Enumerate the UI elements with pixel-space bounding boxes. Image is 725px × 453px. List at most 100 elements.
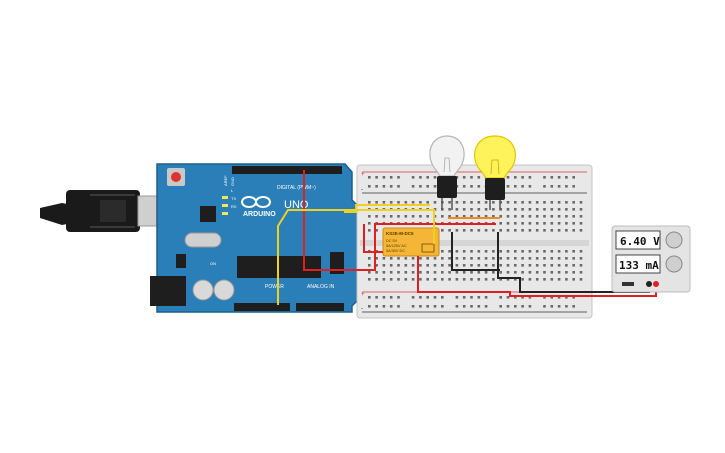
breadboard-hole[interactable] [462,229,466,232]
breadboard-hole[interactable] [528,296,532,299]
breadboard-hole[interactable] [543,229,546,232]
breadboard-hole[interactable] [419,264,422,267]
breadboard-hole[interactable] [514,271,517,274]
breadboard-hole[interactable] [543,250,546,253]
breadboard-hole[interactable] [557,208,561,211]
breadboard-hole[interactable] [579,257,583,260]
breadboard-hole[interactable] [462,250,466,253]
breadboard-hole[interactable] [528,229,532,232]
breadboard-hole[interactable] [470,271,473,274]
breadboard-hole[interactable] [557,271,561,274]
breadboard-hole[interactable] [506,305,510,308]
breadboard-hole[interactable] [506,229,510,232]
breadboard-hole[interactable] [426,201,429,204]
breadboard-hole[interactable] [375,296,378,299]
breadboard-hole[interactable] [535,271,539,274]
breadboard-hole[interactable] [557,257,561,260]
breadboard-hole[interactable] [477,208,481,211]
breadboard-hole[interactable] [565,264,568,267]
breadboard-hole[interactable] [448,229,451,232]
breadboard-hole[interactable] [572,215,575,218]
breadboard-hole[interactable] [419,271,422,274]
breadboard-hole[interactable] [411,185,415,188]
breadboard-hole[interactable] [441,305,444,308]
breadboard-hole[interactable] [397,278,400,281]
breadboard-hole[interactable] [557,305,561,308]
breadboard-hole[interactable] [557,278,561,281]
breadboard-hole[interactable] [426,257,429,260]
breadboard-hole[interactable] [484,257,488,260]
breadboard-hole[interactable] [528,250,532,253]
breadboard-hole[interactable] [441,229,444,232]
breadboard-hole[interactable] [455,250,459,253]
breadboard-hole[interactable] [506,278,510,281]
breadboard-hole[interactable] [404,257,408,260]
wire-black-2[interactable] [497,232,650,293]
breadboard-hole[interactable] [550,176,554,179]
breadboard-hole[interactable] [499,305,502,308]
breadboard-hole[interactable] [382,296,386,299]
breadboard-hole[interactable] [411,215,415,218]
breadboard-hole[interactable] [499,222,502,225]
breadboard-hole[interactable] [477,264,481,267]
breadboard-hole[interactable] [455,296,459,299]
breadboard-hole[interactable] [389,176,393,179]
breadboard-hole[interactable] [521,305,524,308]
breadboard-hole[interactable] [433,296,437,299]
breadboard-hole[interactable] [411,176,415,179]
breadboard-hole[interactable] [426,278,429,281]
breadboard-hole[interactable] [484,250,488,253]
breadboard-hole[interactable] [550,229,554,232]
breadboard-hole[interactable] [375,215,378,218]
breadboard-hole[interactable] [535,264,539,267]
breadboard-hole[interactable] [528,278,532,281]
breadboard-hole[interactable] [521,208,524,211]
breadboard-hole[interactable] [514,257,517,260]
breadboard-hole[interactable] [572,271,575,274]
arduino-board[interactable]: ARDUINO UNO DIGITAL (PWM~) POWER ANALOG … [150,163,359,313]
voltage-knob[interactable] [665,231,683,249]
breadboard-hole[interactable] [477,176,481,179]
breadboard-hole[interactable] [565,208,568,211]
breadboard-hole[interactable] [382,215,386,218]
breadboard-hole[interactable] [492,264,495,267]
breadboard-hole[interactable] [579,278,583,281]
breadboard-hole[interactable] [433,257,437,260]
breadboard-hole[interactable] [565,296,568,299]
breadboard-hole[interactable] [543,176,546,179]
breadboard-hole[interactable] [426,264,429,267]
breadboard-hole[interactable] [426,176,429,179]
breadboard-hole[interactable] [514,250,517,253]
breadboard-hole[interactable] [565,176,568,179]
breadboard-hole[interactable] [382,185,386,188]
breadboard-hole[interactable] [397,185,400,188]
power-header[interactable] [234,303,290,311]
breadboard-hole[interactable] [521,271,524,274]
breadboard-hole[interactable] [433,264,437,267]
breadboard-hole[interactable] [426,271,429,274]
probe-red[interactable] [653,281,659,287]
breadboard-hole[interactable] [528,208,532,211]
breadboard-hole[interactable] [433,185,437,188]
breadboard-hole[interactable] [492,215,495,218]
breadboard-hole[interactable] [506,271,510,274]
wire-red-meter[interactable] [417,256,657,297]
breadboard-hole[interactable] [448,278,451,281]
breadboard-hole[interactable] [382,201,386,204]
breadboard-hole[interactable] [506,257,510,260]
breadboard-hole[interactable] [477,229,481,232]
breadboard-hole[interactable] [550,271,554,274]
breadboard-hole[interactable] [448,208,451,211]
breadboard-hole[interactable] [499,264,502,267]
breadboard-hole[interactable] [455,257,459,260]
breadboard-hole[interactable] [477,215,481,218]
breadboard-hole[interactable] [470,257,473,260]
breadboard-hole[interactable] [528,305,532,308]
breadboard-hole[interactable] [411,264,415,267]
breadboard-hole[interactable] [535,208,539,211]
breadboard-hole[interactable] [411,271,415,274]
breadboard-hole[interactable] [368,264,371,267]
breadboard-hole[interactable] [455,201,459,204]
wire-black-1[interactable] [451,232,500,271]
breadboard-hole[interactable] [521,201,524,204]
